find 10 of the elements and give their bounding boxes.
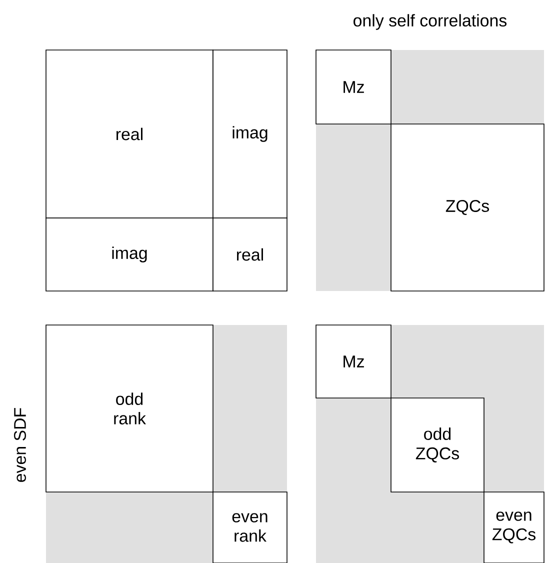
row-label: even SDF bbox=[14, 408, 26, 482]
matrix-block: even rank bbox=[212, 492, 288, 563]
matrix-block: Mz bbox=[316, 324, 392, 398]
matrix-block: real bbox=[212, 218, 288, 292]
matrix-block: ZQCs bbox=[390, 124, 544, 292]
matrix-block: Mz bbox=[316, 50, 392, 124]
matrix-block: even ZQCs bbox=[484, 492, 544, 563]
matrix-block: odd rank bbox=[46, 324, 214, 492]
panel-heading: only self correlations bbox=[354, 14, 507, 30]
matrix-block: odd ZQCs bbox=[390, 398, 484, 492]
